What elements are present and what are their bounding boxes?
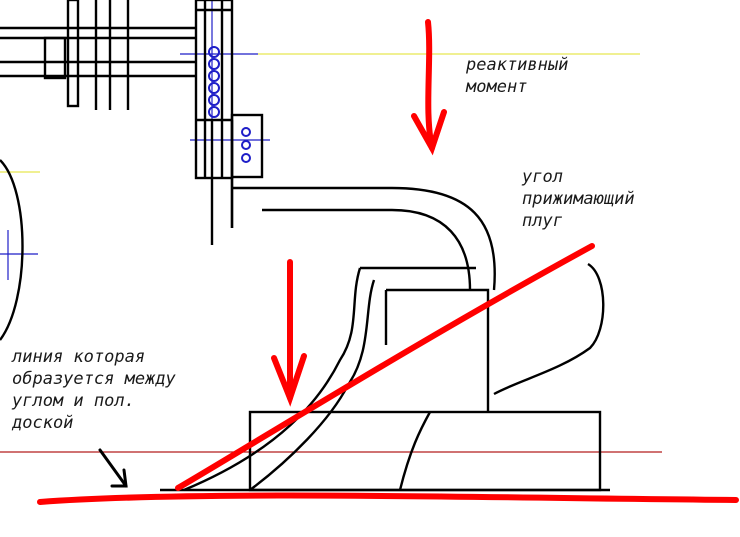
- reactive-moment-arrow: [425, 19, 435, 151]
- ground-line: [37, 492, 739, 505]
- reactive-moment-label: реактивный момент: [466, 55, 569, 97]
- downforce-arrowhead: [271, 353, 307, 407]
- line-between-label: линия которая образуется между углом и п…: [12, 347, 176, 433]
- mechanical-drawing: [0, 0, 610, 492]
- red-annotations: [37, 19, 739, 505]
- plough-angle-label: угол прижимающий плуг: [522, 167, 635, 231]
- angle-line: [175, 243, 595, 491]
- bolt-group: [208, 46, 251, 163]
- construction-lines: [0, 0, 662, 453]
- pointer-arrow: [98, 448, 128, 488]
- reactive-moment-arrowhead: [411, 109, 447, 156]
